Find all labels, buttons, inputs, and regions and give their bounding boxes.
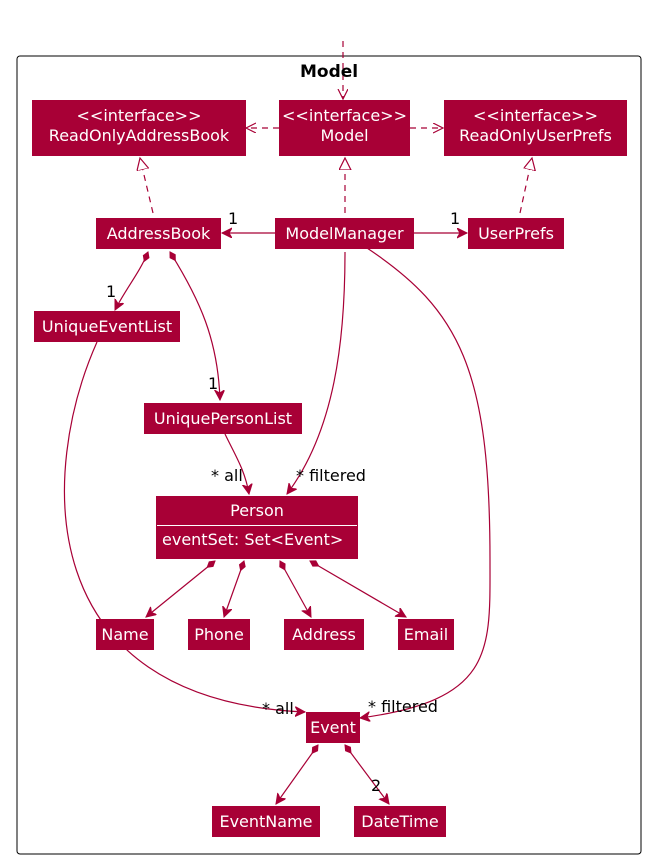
multiplicity-label: 1 — [450, 209, 461, 228]
class-name: Address — [292, 625, 356, 644]
stereotype-label: <<interface>> — [76, 106, 202, 125]
multiplicity-label: 1 — [106, 282, 117, 301]
person-to-phone-edge — [224, 561, 244, 617]
person-to-name-edge — [146, 561, 215, 617]
class-name: Name — [101, 625, 149, 644]
class-name: ReadOnlyUserPrefs — [459, 126, 612, 145]
class-name: ModelManager — [285, 224, 404, 243]
addressbook-to-uniquepersonlist-edge — [170, 252, 220, 400]
model-interface-node[interactable]: <<interface>> Model — [279, 100, 410, 156]
class-name: Event — [310, 718, 356, 737]
class-name: AddressBook — [106, 224, 211, 243]
class-name: Person — [157, 497, 357, 526]
multiplicity-label: * all — [262, 699, 294, 718]
addressbook-realizes-edge — [140, 158, 154, 214]
multiplicity-label: 2 — [371, 776, 382, 795]
readonlyaddressbook-node[interactable]: <<interface>> ReadOnlyAddressBook — [32, 100, 246, 156]
name-node[interactable]: Name — [96, 619, 154, 650]
event-to-datetime-edge — [345, 745, 389, 804]
addressbook-node[interactable]: AddressBook — [96, 218, 221, 249]
modelmanager-to-event-edge — [360, 247, 491, 718]
class-name: EventName — [219, 812, 313, 831]
multiplicity-label: * filtered — [368, 697, 438, 716]
person-to-email-edge — [310, 561, 406, 617]
multiplicity-label: 1 — [208, 374, 219, 393]
modelmanager-node[interactable]: ModelManager — [275, 218, 414, 249]
uniquepersonlist-to-person-edge — [224, 433, 249, 494]
multiplicity-label: 1 — [228, 209, 239, 228]
uniqueeventlist-node[interactable]: UniqueEventList — [34, 311, 180, 342]
email-node[interactable]: Email — [398, 619, 454, 650]
modelmanager-to-person-edge — [287, 251, 346, 494]
package-frame — [16, 55, 642, 855]
class-name: DateTime — [361, 812, 439, 831]
uniqueeventlist-to-event-edge — [63, 341, 305, 712]
person-attribute: eventSet: Set<Event> — [162, 530, 344, 549]
multiplicity-label: * filtered — [296, 466, 366, 485]
phone-node[interactable]: Phone — [188, 619, 250, 650]
class-name: Email — [403, 625, 449, 644]
class-name: Model — [320, 126, 369, 145]
class-name: UserPrefs — [478, 224, 554, 243]
address-node[interactable]: Address — [284, 619, 364, 650]
userprefs-realizes-edge — [519, 158, 532, 214]
package-title: Model — [300, 62, 359, 82]
class-name: UniqueEventList — [41, 317, 173, 336]
readonlyuserprefs-node[interactable]: <<interface>> ReadOnlyUserPrefs — [444, 100, 627, 156]
addressbook-to-uniqueeventlist-edge — [114, 252, 148, 310]
multiplicity-label: * all — [211, 466, 243, 485]
datetime-node[interactable]: DateTime — [354, 806, 446, 837]
person-to-address-edge — [280, 561, 311, 617]
person-node[interactable]: Person eventSet: Set<Event> — [156, 496, 358, 559]
event-to-eventname-edge — [276, 745, 318, 804]
uniquepersonlist-node[interactable]: UniquePersonList — [144, 403, 302, 434]
eventname-node[interactable]: EventName — [212, 806, 320, 837]
class-name: Phone — [194, 625, 244, 644]
class-name: UniquePersonList — [153, 409, 293, 428]
class-name: ReadOnlyAddressBook — [48, 126, 230, 145]
userprefs-node[interactable]: UserPrefs — [468, 218, 564, 249]
stereotype-label: <<interface>> — [282, 106, 407, 125]
stereotype-label: <<interface>> — [473, 106, 598, 125]
event-node[interactable]: Event — [306, 712, 360, 743]
